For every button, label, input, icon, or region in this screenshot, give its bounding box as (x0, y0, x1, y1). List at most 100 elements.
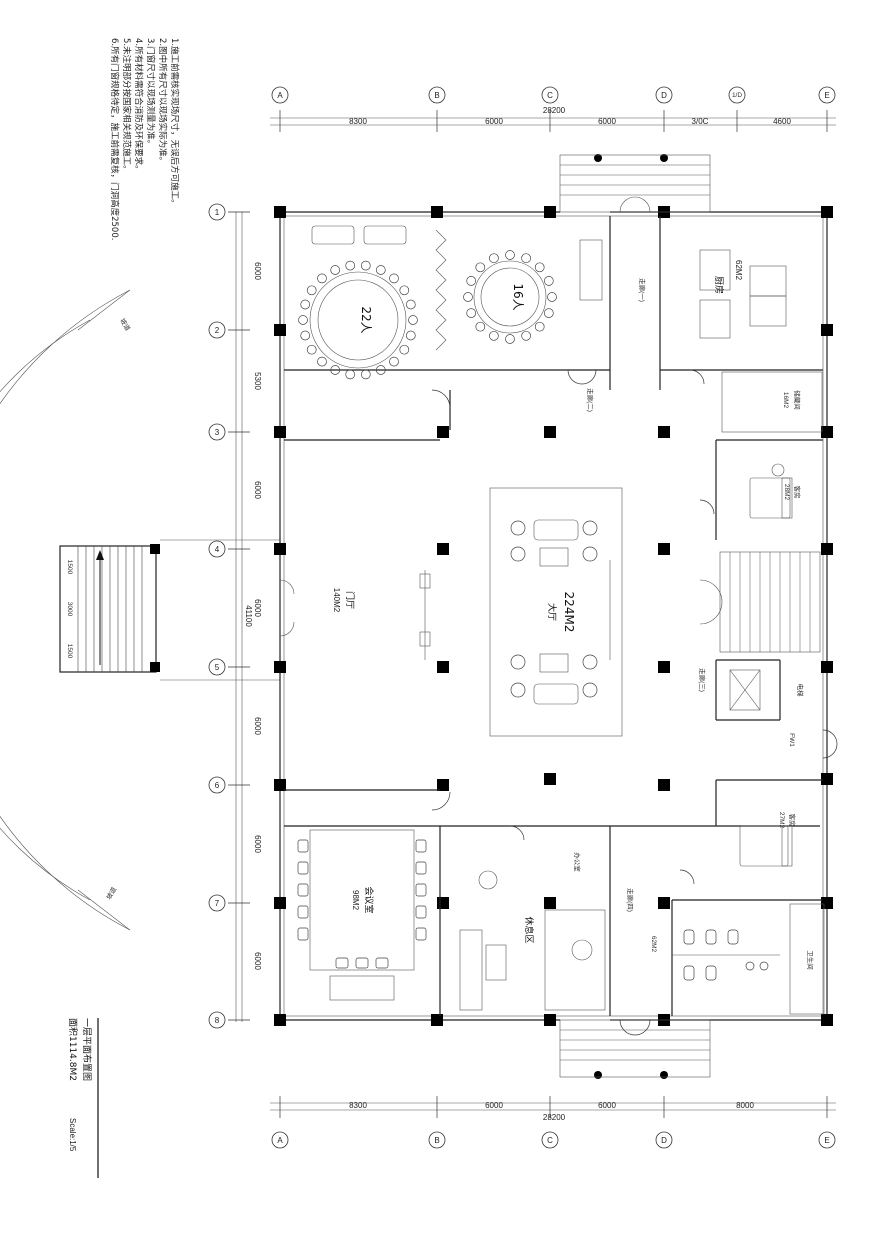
right-stairs (699, 551, 821, 653)
dining-22-chair (330, 365, 341, 375)
dim-bottom-3: 6000 (598, 1101, 616, 1110)
dim-bottom-total: 28200 (543, 1113, 566, 1122)
dining-22-chair (300, 330, 311, 341)
office-label: 办公室 (573, 852, 582, 872)
stair-dim-1: 1500 (66, 560, 73, 575)
bedroom-a: 客房 28M2 (749, 463, 802, 519)
dining-22-chair (330, 265, 341, 275)
bedroom-b-name: 客房 (788, 814, 797, 827)
dim-top-total: 28200 (543, 106, 566, 115)
dim-left-1: 6000 (253, 262, 262, 280)
dining-22-chair (317, 356, 327, 367)
dining-16-chair (489, 330, 499, 341)
grid-bubbles-top: A B C D 1/D E (271, 86, 836, 104)
general-notes: 1.施工前需核实现场尺寸，无误后方可施工。 2.图中所有尺寸以现场实际为准。 3… (109, 38, 180, 240)
meeting-name: 会议室 (363, 886, 375, 913)
dining-16-chair (505, 250, 515, 260)
top-entry-steps (559, 154, 711, 213)
dining-22-chair (375, 365, 386, 375)
entry-ramp: 坡道 坡道 (0, 289, 280, 931)
elevator: 电梯 FW1 (729, 669, 805, 747)
dining-16-chair (543, 308, 554, 318)
dining-22-chair (405, 330, 416, 341)
grid-c-top: C (547, 91, 553, 100)
dining-22-chair (405, 299, 416, 310)
storage-name: 储藏间 (793, 390, 802, 410)
entry-stair: 1500 3000 1500 (59, 544, 160, 673)
foyer: 门厅 140M2 (279, 570, 431, 660)
storage-area: 16M2 (782, 392, 789, 409)
note-6: 6.所有门窗规格待定，施工前需复核，门洞高度2500. (109, 38, 120, 240)
dining-22-chair (399, 344, 410, 355)
dining-22-chair (345, 369, 356, 380)
note-2: 2.图中所有尺寸以现场实际为准。 (157, 38, 168, 165)
dining-16-chair (466, 308, 477, 318)
dim-left-5: 6000 (253, 717, 262, 735)
dim-bottom-2: 6000 (485, 1101, 503, 1110)
corridor-c: 走廊(三) (698, 668, 707, 692)
drawing-title: 一层平面布置图 (81, 1018, 93, 1081)
grid-1: 1 (215, 208, 220, 217)
bedroom-a-area: 28M2 (783, 484, 790, 501)
dim-left-7: 6000 (253, 952, 262, 970)
grid-bubbles-bottom: A B C D E (271, 1131, 836, 1149)
dining-22-chair (389, 356, 399, 367)
left-dimensions: 6000 5300 6000 6000 6000 6000 6000 41100… (208, 203, 262, 1029)
dining-16-label: 16人 (511, 283, 525, 310)
corridor-labels: 走廊(一) 走廊(二) 走廊(三) 走廊(四) (586, 278, 707, 912)
dim-top-4: 3/0C (692, 117, 709, 126)
dining-16-chair (463, 292, 473, 302)
dining-22-chair (306, 285, 317, 296)
kitchen-area: 62M2 (734, 260, 743, 281)
grid-b-bottom: B (434, 1136, 439, 1145)
hall-name: 大厅 (546, 603, 558, 621)
grid-3: 3 (215, 428, 220, 437)
top-dimensions: 8300 6000 6000 3/0C 4600 28200 A B C D 1… (270, 86, 836, 132)
meeting-area: 98M2 (351, 890, 360, 911)
dim-left-4: 6000 (253, 599, 262, 617)
bedroom-b-area: 27M2 (778, 812, 785, 829)
note-5: 5.未注明部分按国家相关规范施工。 (121, 38, 132, 174)
dining-16-chair (534, 262, 545, 273)
grid-4: 4 (215, 545, 220, 554)
dining-16-chair (521, 253, 531, 264)
dim-bottom-4: 8000 (736, 1101, 754, 1110)
lobby-label: 休息区 (523, 916, 535, 943)
dining-16-chair (534, 321, 545, 332)
note-4: 4.所有材料需符合消防及环保要求。 (133, 38, 144, 174)
dining-22-chair (375, 265, 386, 275)
dining-16-chair (547, 292, 557, 302)
grid-8: 8 (215, 1016, 220, 1025)
grid-d-top: D (661, 91, 667, 100)
bottom-entry-steps (559, 1019, 711, 1078)
grid-b-top: B (434, 91, 439, 100)
foyer-area: 140M2 (332, 588, 341, 613)
kitchen-name: 厨房 (713, 276, 725, 294)
dining-22-chair (399, 285, 410, 296)
kitchen: 厨房 62M2 (699, 249, 787, 339)
dim-left-total: 41100 (244, 605, 253, 627)
interior-walls (284, 216, 823, 1016)
dining-22-chair (317, 273, 327, 284)
dim-top-2: 6000 (485, 117, 503, 126)
doors (431, 369, 838, 1036)
dim-left-6: 6000 (253, 835, 262, 853)
dining-22-chair (300, 299, 311, 310)
bedroom-a-name: 客房 (793, 486, 802, 499)
dining-22-chair (360, 369, 371, 380)
grid-7: 7 (215, 899, 220, 908)
grid-a-top: A (277, 91, 283, 100)
stair-dim-2: 3000 (66, 602, 73, 617)
lobby: 休息区 (459, 870, 535, 1011)
grid-a-bottom: A (277, 1136, 283, 1145)
dining-22-chair (389, 273, 399, 284)
title-block: 一层平面布置图 面积1114.8M2 Scale:1/5 (67, 1018, 99, 1178)
stair-dim-3: 1500 (66, 644, 73, 659)
elevator-label: 电梯 (796, 684, 805, 698)
restroom-name: 卫生间 (806, 950, 815, 970)
grid-e-top: E (824, 91, 829, 100)
dim-top-3: 6000 (598, 117, 616, 126)
grid-d-bottom: D (661, 1136, 667, 1145)
dim-left-3: 6000 (253, 481, 262, 499)
